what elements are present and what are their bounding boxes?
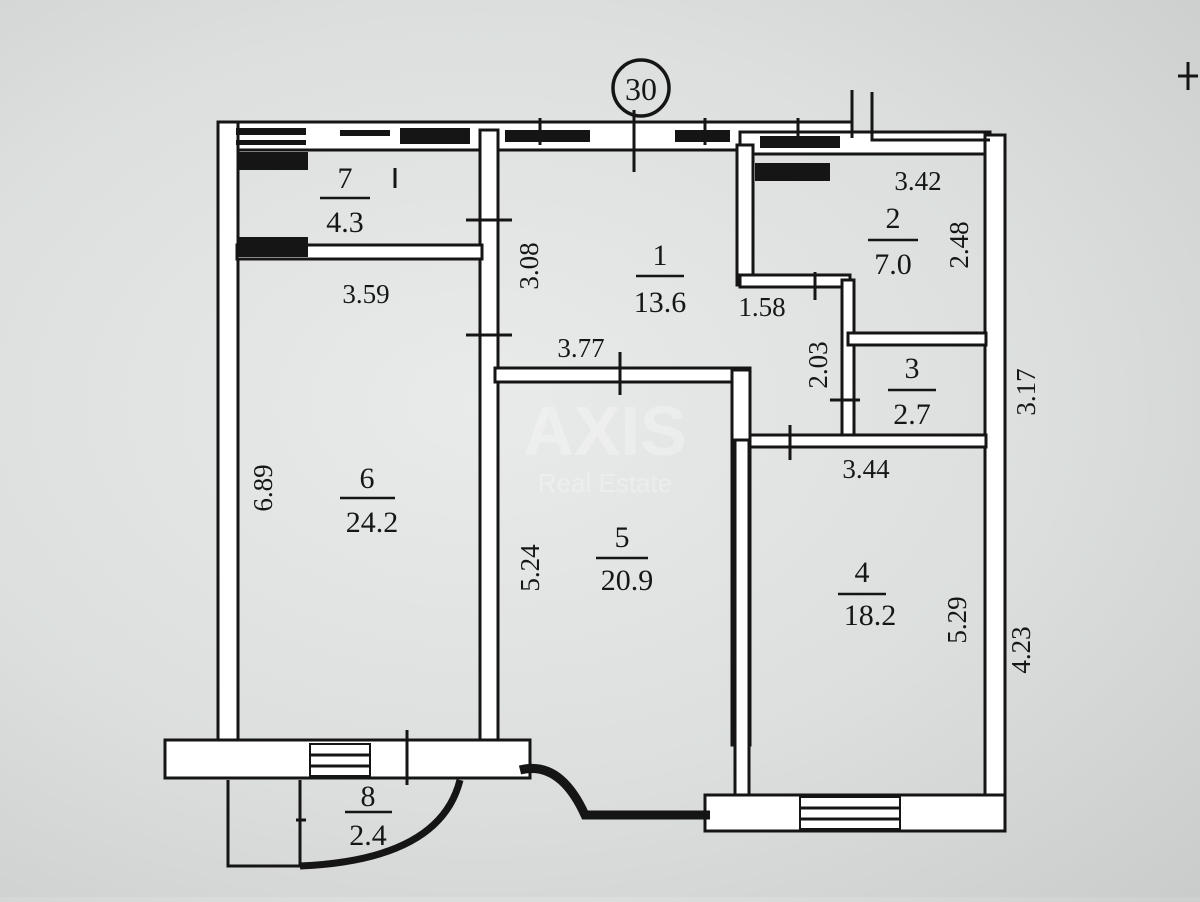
dimension-labels: 3.42 2.48 3.59 3.08 1.58 3.77 2.03 3.17 … — [248, 166, 1041, 674]
door-marks — [393, 90, 990, 785]
room-area: 2.4 — [349, 819, 387, 852]
dimension-label: 3.59 — [342, 279, 389, 309]
room-area: 24.2 — [346, 506, 399, 539]
watermark-brand: AXIS — [523, 392, 686, 470]
dimension-label: 3.44 — [842, 454, 890, 484]
dimension-label: 5.24 — [515, 544, 545, 592]
axis-marker: 30 — [611, 58, 671, 118]
room-number: 2 — [886, 202, 901, 235]
dimension-label: 1.58 — [738, 292, 785, 322]
crosshair-mark — [1178, 62, 1198, 90]
watermark-sub: Real Estate — [538, 468, 672, 498]
room-number: 5 — [615, 521, 630, 554]
dimension-label: 4.23 — [1006, 626, 1036, 673]
room-number: 7 — [338, 162, 353, 195]
room-3: 3 2.7 — [888, 352, 936, 431]
room-2: 2 7.0 — [868, 202, 918, 281]
room-area: 13.6 — [634, 286, 687, 319]
axis-label: 30 — [625, 71, 657, 107]
room-area: 7.0 — [874, 248, 912, 281]
room-number: 6 — [360, 462, 375, 495]
room-area: 2.7 — [893, 398, 931, 431]
windows — [236, 128, 901, 830]
room-area: 18.2 — [844, 599, 897, 632]
room-1: 1 13.6 — [634, 239, 687, 319]
room-area: 20.9 — [601, 564, 654, 597]
dimension-label: 6.89 — [248, 464, 278, 511]
room-8: 8 2.4 — [345, 780, 392, 852]
dimension-label: 3.77 — [557, 333, 604, 363]
dimension-label: 2.03 — [803, 341, 833, 388]
room-5: 5 20.9 — [596, 521, 653, 597]
dimension-label: 5.29 — [942, 596, 972, 643]
room-4: 4 18.2 — [838, 556, 896, 632]
room-7: 7 4.3 — [320, 162, 370, 239]
dimension-label: 3.17 — [1011, 368, 1041, 415]
watermark: AXIS Real Estate — [523, 392, 686, 498]
room-number: 1 — [653, 239, 668, 272]
room-area: 4.3 — [326, 206, 364, 239]
loggia — [226, 764, 710, 870]
room-number: 8 — [361, 780, 376, 813]
room-number: 3 — [905, 352, 920, 385]
dimension-label: 2.48 — [944, 221, 974, 268]
room-number: 4 — [855, 556, 870, 589]
dimension-label: 3.42 — [894, 166, 941, 196]
room-6: 6 24.2 — [340, 462, 398, 539]
dimension-label: 3.08 — [514, 242, 544, 289]
room-labels: 1 13.6 2 7.0 3 2.7 4 18.2 5 20.9 6 24.2 — [320, 162, 936, 852]
